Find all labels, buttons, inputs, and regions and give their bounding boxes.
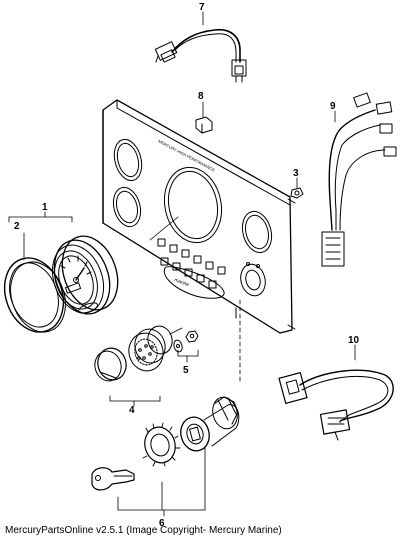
callout-4: 4 [129, 405, 135, 416]
callout-8: 8 [198, 91, 204, 102]
callout-7: 7 [199, 2, 205, 13]
part-10-harness[interactable] [278, 344, 394, 441]
part-7-harness[interactable] [154, 11, 247, 83]
callout-9: 9 [330, 101, 336, 112]
dash-panel[interactable] [102, 99, 296, 383]
copyright-footer: MercuryPartsOnline v2.5.1 (Image Copyrig… [5, 525, 282, 536]
callout-2: 2 [14, 221, 20, 232]
callout-1: 1 [42, 202, 48, 213]
badge-text: marine [173, 277, 190, 288]
part-3-nut[interactable] [290, 177, 304, 199]
callout-3: 3 [293, 168, 299, 179]
part-4-gauge-socket[interactable] [92, 323, 183, 407]
part-6-ignition-switch[interactable] [91, 394, 241, 517]
callout-6: 6 [159, 518, 165, 529]
part-5-washer-nut[interactable] [173, 330, 199, 363]
part-1-tachometer[interactable] [8, 211, 127, 322]
callout-5: 5 [183, 365, 189, 376]
part-2-bezel-ring[interactable] [0, 232, 75, 340]
callout-10: 10 [348, 335, 360, 346]
part-9-harness[interactable] [321, 92, 397, 267]
part-8-fuse[interactable] [195, 101, 213, 134]
